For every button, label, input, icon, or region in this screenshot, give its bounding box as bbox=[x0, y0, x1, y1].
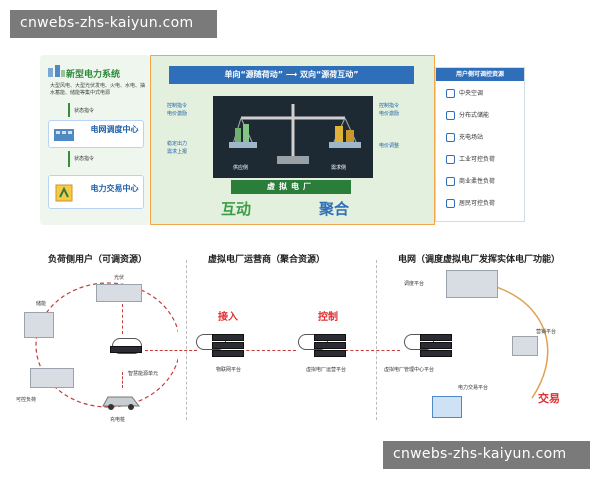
grid-dispatch-box: 电网调度中心 bbox=[48, 120, 144, 148]
demand-side-label: 需求侧 bbox=[331, 165, 347, 171]
left-control-text-2: 稳定出力 需求上报 bbox=[167, 140, 187, 156]
power-system-column: 新型电力系统 大型风电、大型光伏发电、火电、水电、抽水蓄能、储能等集中式电源 状… bbox=[40, 55, 150, 225]
vpp-bar: 虚拟电厂 bbox=[231, 180, 351, 194]
marketing-label: 营销平台 bbox=[536, 329, 557, 335]
grid-dispatch-label: 电网调度中心 bbox=[90, 125, 139, 134]
mgmt-label: 虚拟电厂管理中心平台 bbox=[384, 367, 435, 373]
watermark-bottom: cnwebs-zhs-kaiyun.com bbox=[383, 441, 590, 469]
arrow-up-2 bbox=[68, 151, 70, 167]
link-3 bbox=[340, 350, 400, 351]
dispatch-platform-icon bbox=[446, 270, 498, 298]
banner-two-way: 双向“源荷互动” bbox=[300, 70, 359, 79]
link-2 bbox=[236, 350, 296, 351]
link-pv bbox=[122, 304, 123, 334]
resource-item: 居民可控负荷 bbox=[446, 198, 495, 210]
dispatch-label: 调度平台 bbox=[404, 281, 425, 287]
left-ctl-2: 电价激励 bbox=[167, 111, 188, 117]
state-label-2: 状态指令 bbox=[74, 156, 95, 162]
trade-label: 交易 bbox=[538, 392, 560, 405]
vpp-op-label: 虚拟电厂运营平台 bbox=[306, 367, 347, 373]
left-ctl-1: 控制指令 bbox=[167, 103, 188, 109]
section-vpp-operator: 虚拟电厂运营商（聚合资源） bbox=[208, 255, 326, 265]
dispatch-center-icon bbox=[54, 129, 74, 141]
shop-icon bbox=[446, 177, 455, 186]
resource-label: 工业可控负荷 bbox=[459, 156, 496, 163]
interaction-banner: 单向“源随荷动” ⟶ 双向“源荷互动” bbox=[169, 66, 414, 84]
resource-item: 分布式储能 bbox=[446, 110, 489, 122]
smart-unit-label: 智慧能源单元 bbox=[128, 371, 159, 377]
resource-item: 工业可控负荷 bbox=[446, 154, 495, 166]
controllable-label: 可控负荷 bbox=[16, 397, 37, 403]
house-icon bbox=[446, 199, 455, 208]
pv-panel-icon bbox=[96, 284, 142, 302]
controllable-load-icon bbox=[30, 368, 74, 388]
pv-label: 光伏 bbox=[114, 275, 125, 281]
left-ctl2-1: 稳定出力 bbox=[167, 141, 188, 147]
banner-one-way: 单向“源随荷动” bbox=[224, 70, 283, 79]
resource-label: 分布式储能 bbox=[459, 112, 490, 119]
divider-1 bbox=[186, 260, 187, 420]
resource-label: 商业柔性负荷 bbox=[459, 178, 496, 185]
right-price-text: 电价调整 bbox=[379, 143, 400, 149]
user-resources-header: 用户侧可调控资源 bbox=[436, 68, 524, 81]
storage-label: 储能 bbox=[36, 301, 47, 307]
mgmt-server-icon bbox=[420, 334, 452, 360]
word-aggregation: 聚合 bbox=[319, 200, 350, 218]
balance-scale-image: 供应侧 需求侧 bbox=[213, 96, 373, 178]
power-plant-icon bbox=[48, 65, 65, 77]
iot-label: 物联网平台 bbox=[216, 367, 242, 373]
balance-scale-icon bbox=[229, 104, 361, 164]
battery-icon bbox=[446, 111, 455, 120]
right-ctl-1: 控制指令 bbox=[379, 103, 400, 109]
iot-server-icon bbox=[212, 334, 244, 360]
arrow-up-1 bbox=[68, 103, 70, 117]
power-system-title: 新型电力系统 bbox=[66, 70, 121, 80]
charger-icon bbox=[446, 133, 455, 142]
banner-arrow-icon: ⟶ bbox=[285, 70, 301, 79]
right-control-text: 控制指令 电价激励 bbox=[379, 102, 399, 118]
user-resources-panel: 用户侧可调控资源 中央空调 分布式储能 充电场站 工业可控负荷 商业柔性负荷 居… bbox=[435, 67, 525, 222]
state-label-1: 状态指令 bbox=[74, 108, 95, 114]
supply-side-label: 供应侧 bbox=[233, 165, 249, 171]
storage-icon bbox=[24, 312, 54, 338]
trading-center-label: 电力交易中心 bbox=[90, 184, 139, 193]
resource-item: 中央空调 bbox=[446, 88, 483, 100]
vpp-center-panel: 单向“源随荷动” ⟶ 双向“源荷互动” 控制指令 电价激励 稳定出力 需求上报 … bbox=[150, 55, 435, 225]
link-1 bbox=[145, 350, 197, 351]
right-ctl-2: 电价激励 bbox=[379, 111, 400, 117]
top-panel: 新型电力系统 大型风电、大型光伏发电、火电、水电、抽水蓄能、储能等集中式电源 状… bbox=[40, 55, 585, 225]
left-control-text: 控制指令 电价激励 bbox=[167, 102, 187, 118]
ac-icon bbox=[446, 89, 455, 98]
left-ctl2-2: 需求上报 bbox=[167, 149, 188, 155]
vpp-op-server-icon bbox=[314, 334, 346, 360]
trading-center-box: 电力交易中心 bbox=[48, 175, 144, 209]
word-interaction: 互动 bbox=[221, 200, 252, 218]
charging-label: 充电桩 bbox=[110, 417, 126, 423]
resource-label: 充电场站 bbox=[459, 134, 484, 141]
ev-car-icon bbox=[102, 396, 141, 410]
resource-item: 商业柔性负荷 bbox=[446, 176, 495, 188]
trading-label: 电力交易平台 bbox=[458, 385, 489, 391]
watermark-top: cnwebs-zhs-kaiyun.com bbox=[10, 10, 217, 38]
resource-label: 中央空调 bbox=[459, 90, 484, 97]
link-ev bbox=[122, 372, 123, 388]
factory-icon bbox=[446, 155, 455, 164]
power-system-subtitle: 大型风电、大型光伏发电、火电、水电、抽水蓄能、储能等集中式电源 bbox=[50, 83, 146, 96]
trading-platform-icon bbox=[432, 396, 462, 418]
control-label: 控制 bbox=[318, 312, 338, 323]
access-label: 接入 bbox=[218, 312, 238, 323]
resource-item: 充电场站 bbox=[446, 132, 483, 144]
divider-2 bbox=[376, 260, 377, 420]
smart-unit-server-icon bbox=[110, 346, 142, 372]
marketing-platform-icon bbox=[512, 336, 538, 356]
section-grid: 电网（调度虚拟电厂发挥实体电厂功能） bbox=[398, 255, 561, 265]
trading-center-icon bbox=[55, 184, 73, 202]
resource-label: 居民可控负荷 bbox=[459, 200, 496, 207]
section-load-users: 负荷侧用户（可调资源） bbox=[48, 255, 148, 265]
